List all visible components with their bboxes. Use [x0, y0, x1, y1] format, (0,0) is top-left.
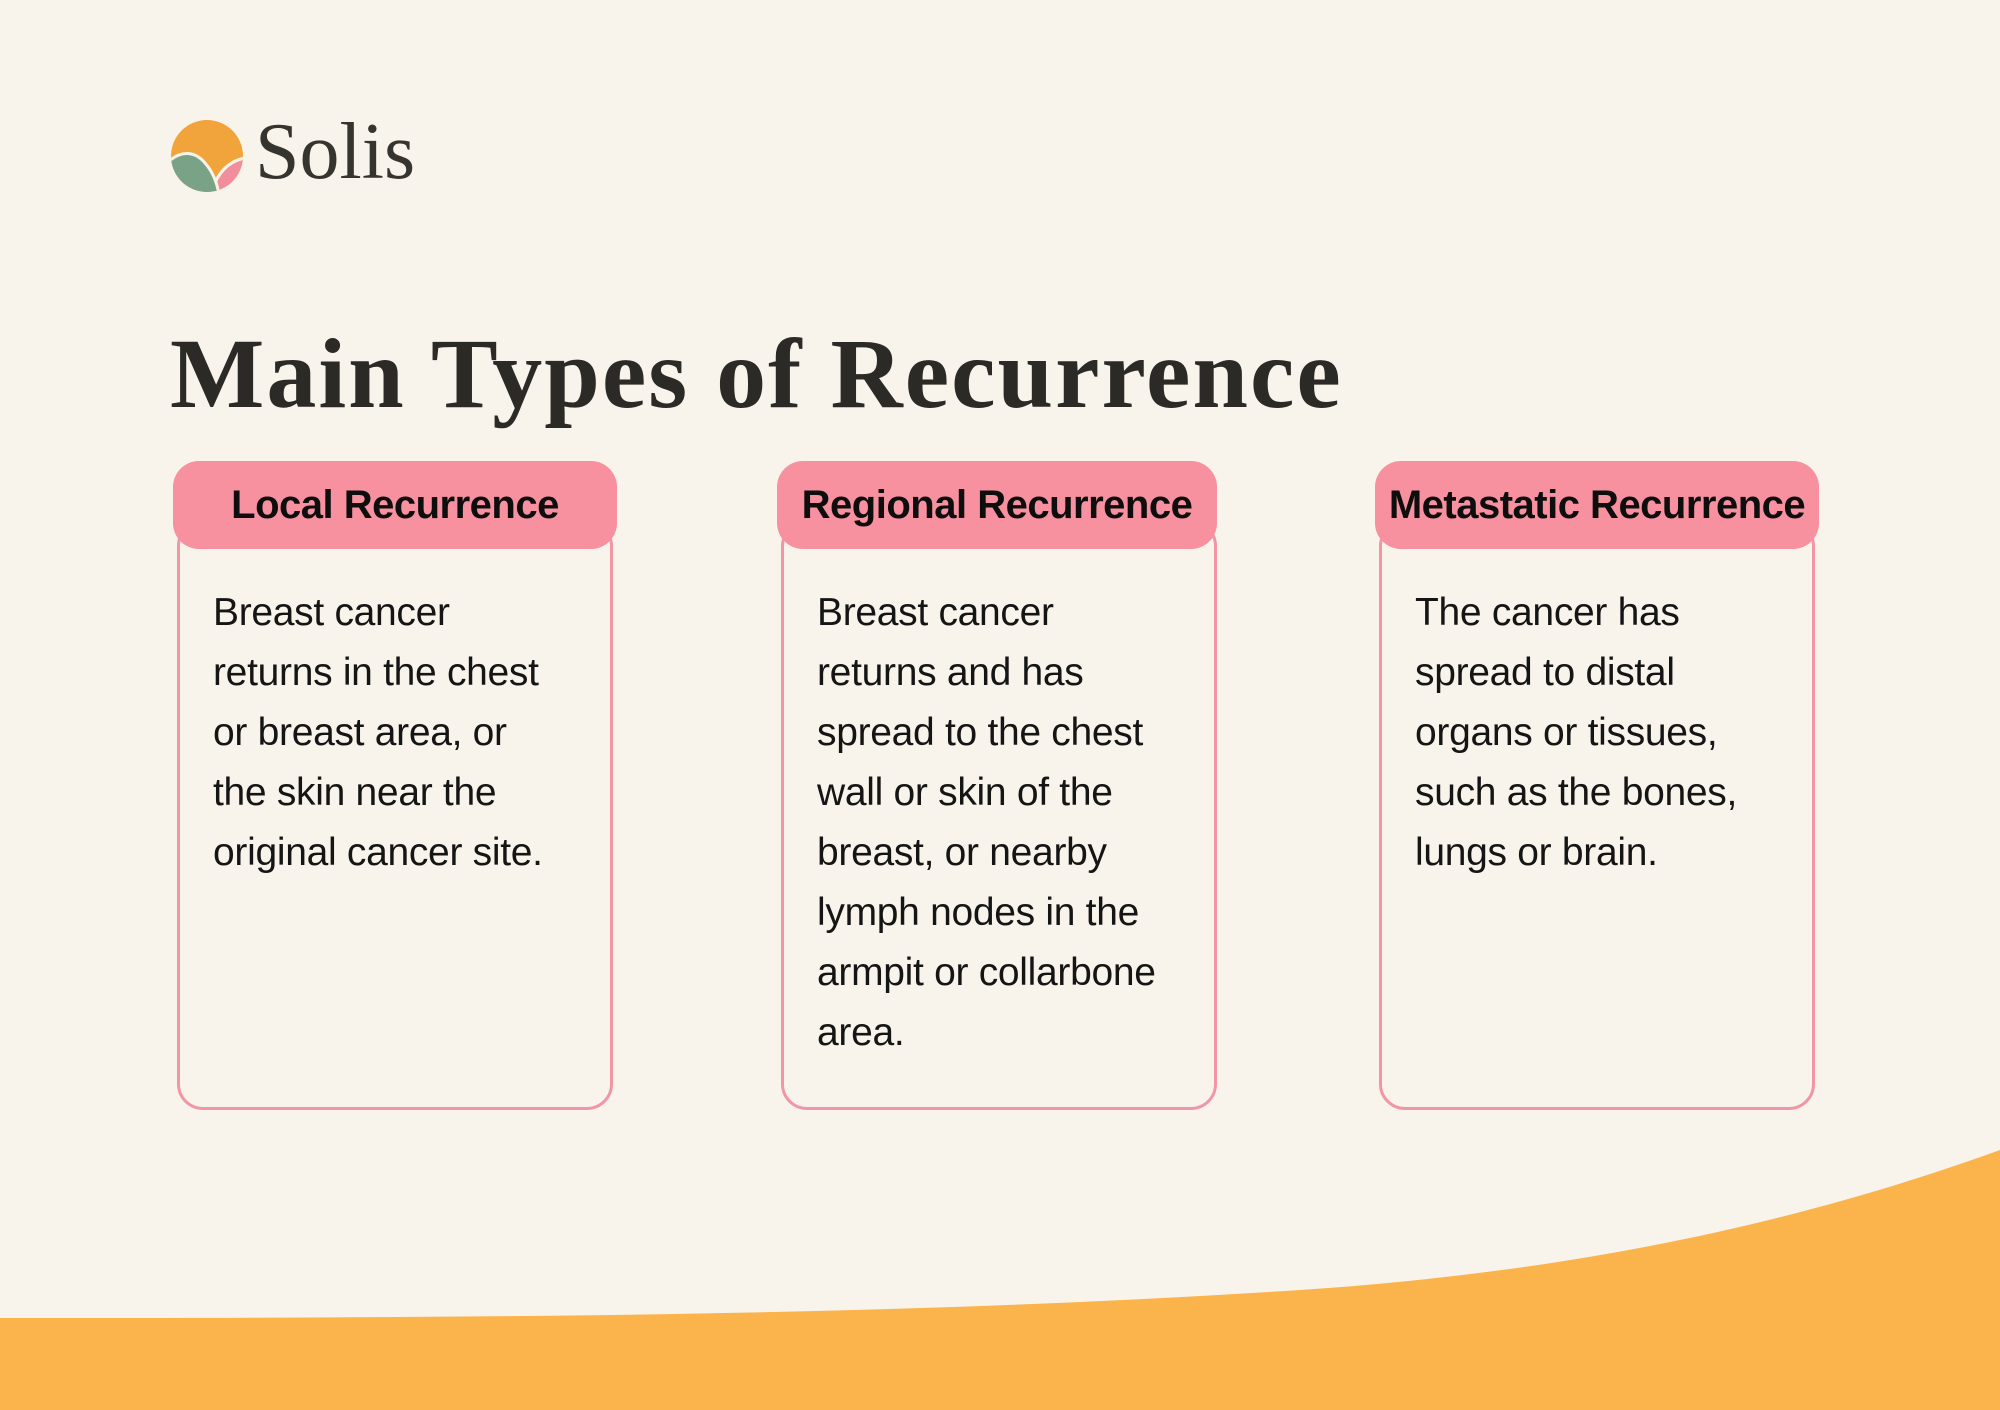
wave-shape — [0, 1150, 2000, 1410]
card-header-regional-recurrence: Regional Recurrence — [777, 461, 1217, 549]
card-body-text: Breast cancer returns in the chest or br… — [213, 591, 543, 874]
card-header-local-recurrence: Local Recurrence — [173, 461, 617, 549]
card-header-metastatic-recurrence: Metastatic Recurrence — [1375, 461, 1819, 549]
page-title: Main Types of Recurrence — [170, 318, 1343, 429]
card-body-metastatic-recurrence: The cancer has spread to distal organs o… — [1379, 520, 1815, 1110]
card-body-regional-recurrence: Breast cancer returns and has spread to … — [781, 520, 1217, 1110]
card-header-label: Local Recurrence — [231, 482, 559, 527]
card-header-label: Regional Recurrence — [801, 482, 1193, 527]
card-header-label: Metastatic Recurrence — [1388, 482, 1806, 527]
brand-wordmark: Solis — [255, 108, 416, 196]
sun-hills-logo-icon — [171, 120, 243, 192]
card-body-text: Breast cancer returns and has spread to … — [817, 591, 1156, 1054]
card-body-text: The cancer has spread to distal organs o… — [1415, 591, 1737, 874]
solis-logo: Solis — [171, 112, 415, 192]
card-body-local-recurrence: Breast cancer returns in the chest or br… — [177, 520, 613, 1110]
